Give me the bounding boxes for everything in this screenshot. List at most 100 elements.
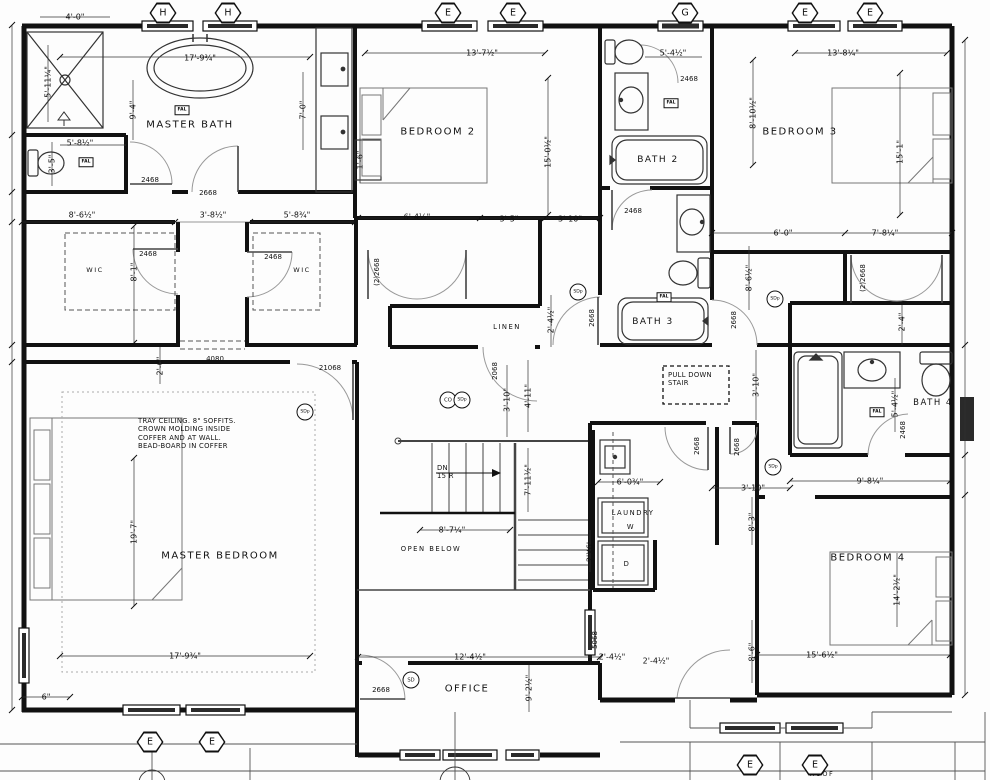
pull-down-stair-note: PULL DOWN STAIR <box>668 371 712 388</box>
dimension-label: 9'-4" <box>128 100 138 120</box>
fan-light-marker: FAL <box>656 292 672 302</box>
smoke-detector-marker: SDp <box>569 283 587 301</box>
room-label-master-bedroom: MASTER BEDROOM <box>161 550 279 562</box>
pull-down-stair-box <box>662 365 730 405</box>
cased-opening-4080 <box>180 340 245 350</box>
right-wall-vent <box>960 397 974 441</box>
room-label-bath-3: BATH 3 <box>632 317 674 327</box>
room-label-wic-right: WIC <box>293 266 311 274</box>
window-marker-e: E <box>791 2 819 24</box>
door-size-label: 2068 <box>491 362 499 380</box>
dimension-label: 17'-9¾" <box>169 651 201 661</box>
dimension-label: 15'-0½" <box>543 136 553 168</box>
stair-down-note: DN 15 R <box>437 464 454 481</box>
dimension-label: 3'-10" <box>502 387 512 413</box>
room-label-wic-left: WIC <box>86 266 104 274</box>
dimension-label: 3'-10" <box>740 483 766 493</box>
dimension-lines <box>11 16 966 712</box>
dimension-label: 4'-11" <box>523 383 533 409</box>
room-label-office: OFFICE <box>444 683 490 695</box>
dimension-label: 5'-4½" <box>890 390 900 418</box>
windows <box>18 20 974 761</box>
dimension-label: 6'-4½" <box>403 212 431 222</box>
dimension-label: 7'-11½" <box>523 464 533 496</box>
dimension-label: 3'-10" <box>751 372 761 398</box>
dimension-label: 6'-0" <box>773 228 793 238</box>
dimension-label: 14'-2½" <box>892 574 902 606</box>
dimension-label: 5'-8¾" <box>283 210 311 220</box>
interior-walls <box>22 26 952 757</box>
dimension-label: 3'-10" <box>557 214 583 224</box>
window-marker-e: E <box>801 754 829 776</box>
bath2-fixtures <box>604 39 708 185</box>
room-label-laundry: LAUNDRY <box>611 509 655 517</box>
smoke-detector-marker: SDp <box>764 458 782 476</box>
door-size-label: 21068 <box>318 364 342 372</box>
window-marker-e: E <box>198 731 226 753</box>
laundry-washer-label: W <box>626 523 636 531</box>
dimension-label: 7'-8¼" <box>871 228 899 238</box>
dimension-label: 5'-4½" <box>659 48 687 58</box>
dimension-label: 19'-7" <box>129 519 139 545</box>
door-size-label: 2468 <box>264 253 282 261</box>
dimension-label: 2'-4½" <box>598 652 626 662</box>
tray-ceiling-note: TRAY CEILING. 8" SOFFITS. CROWN MOLDING … <box>138 417 236 451</box>
dimension-label: 15'-1" <box>895 139 905 165</box>
window-marker-g: G <box>671 2 699 24</box>
window-marker-h: H <box>214 2 242 24</box>
door-size-label: 2468 <box>899 421 907 439</box>
dimension-label: 8'-6" <box>747 642 757 662</box>
door-size-label: 2668 <box>588 309 596 327</box>
door-size-label: (2)2668 <box>859 264 867 292</box>
door-size-label: 2668 <box>733 438 741 456</box>
door-size-label: 2468 <box>680 75 698 83</box>
smoke-detector-marker: SDp <box>296 403 314 421</box>
dimension-ticks <box>8 21 969 714</box>
window-marker-h: H <box>149 2 177 24</box>
dimension-label: 1'-6" <box>355 150 365 170</box>
dimension-label: 2'-0" <box>155 356 165 376</box>
dimension-label: 9'-2½" <box>524 674 534 702</box>
dimension-label: 8'-10½" <box>748 97 758 129</box>
room-label-linen: LINEN <box>493 323 521 331</box>
dimension-label: 4'-0" <box>65 12 85 22</box>
door-size-label: 2668 <box>199 189 217 197</box>
room-label-bedroom-2: BEDROOM 2 <box>400 126 476 138</box>
fan-light-marker: FAL <box>663 98 679 108</box>
dimension-label: 8'-1" <box>129 262 139 282</box>
exterior-walls <box>21 23 955 758</box>
door-size-label: 2468 <box>139 250 157 258</box>
fan-light-marker: FAL <box>174 105 190 115</box>
master-toilet <box>27 149 65 177</box>
bedroom4-bed <box>829 551 953 646</box>
master-tub <box>146 34 254 99</box>
dimension-label: 2'-4½" <box>642 656 670 666</box>
smoke-detector-marker: SD <box>402 671 420 689</box>
door-size-label: 2668 <box>693 437 701 455</box>
dimension-label: 2'-4½" <box>546 306 556 334</box>
dimension-label: 2'X6' <box>585 541 595 563</box>
dimension-label: 13'-7½" <box>466 48 498 58</box>
dimension-label: 6" <box>41 692 51 702</box>
dimension-label: 6'-0¾" <box>616 477 644 487</box>
dimension-label: 8'-3" <box>747 512 757 532</box>
wic-right-shelves <box>252 232 321 311</box>
door-size-label: 5068 <box>591 631 599 649</box>
smoke-detector-marker: SDp <box>766 290 784 308</box>
open-below-label: OPEN BELOW <box>400 545 462 553</box>
fixtures <box>26 27 953 646</box>
smoke-detector-marker: SDp <box>453 391 471 409</box>
dimension-label: 8'-7¼" <box>438 525 466 535</box>
bedroom2-bed <box>359 87 488 184</box>
fan-light-marker: FAL <box>869 407 885 417</box>
master-shower <box>26 31 104 129</box>
doors <box>129 44 943 701</box>
door-size-label: 2668 <box>372 686 390 694</box>
door-size-label: 2468 <box>624 207 642 215</box>
dimension-label: 3'-8½" <box>199 210 227 220</box>
window-marker-e: E <box>499 2 527 24</box>
dimension-label: 2'-4" <box>897 312 907 332</box>
